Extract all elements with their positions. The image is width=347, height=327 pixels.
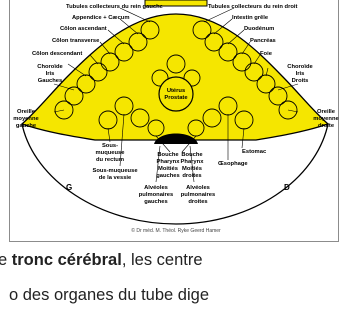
label-mouth-left-1: Bouche (157, 152, 179, 158)
label-ear-right-1: Oreille (317, 109, 336, 115)
label-mouth-left-2: Pharynx (157, 159, 181, 165)
label-choroid-right-2: Iris (296, 71, 305, 77)
label-duodenum: Duodénum (244, 26, 274, 32)
label-liver: Foie (260, 51, 273, 57)
label-ear-right-3: droite (318, 123, 335, 129)
label-choroid-right-3: Droits (292, 78, 309, 84)
label-mouth-left-3: Moitiés (158, 166, 178, 172)
label-tubules-right: Tubules collecteurs du rein droit (208, 4, 298, 10)
label-intestine: Intestin grêle (232, 15, 269, 21)
label-rectum-3: du rectum (96, 157, 124, 163)
label-mouth-right-1: Bouche (181, 152, 203, 158)
label-bladder-2: de la vessie (99, 175, 132, 181)
label-colon-descending: Côlon descendant (32, 51, 82, 57)
caption-line-1-suffix: , les centre (122, 251, 203, 269)
label-ear-right-2: moyenne (313, 116, 339, 122)
label-mouth-right-3: Moitiés (182, 166, 202, 172)
caption-line-1-prefix: e (0, 251, 12, 269)
label-side-left: G (66, 183, 72, 192)
label-rectum-1: Sous- (102, 143, 118, 149)
label-uterus: Utérus (167, 88, 185, 94)
brainstem-diagram: Tubules collecteurs du rein gauche Tubul… (10, 0, 340, 242)
label-colon-transverse: Côlon transverse (52, 38, 100, 44)
label-pancreas: Pancréas (250, 38, 276, 44)
label-alveoli-right-1: Alvéoles (186, 185, 210, 191)
label-prostate: Prostate (164, 95, 188, 101)
label-mouth-right-2: Pharynx (181, 159, 205, 165)
label-ear-left-2: moyenne (13, 116, 39, 122)
label-mouth-left-4: gauches (156, 173, 180, 179)
label-ear-left-1: Oreille (17, 109, 36, 115)
label-esophagus: Œsophage (218, 161, 248, 167)
uterus-prostate-circle (159, 77, 193, 111)
label-alveoli-right-3: droites (188, 199, 207, 205)
label-ear-left-3: gauche (16, 123, 37, 129)
label-bladder-1: Sous-muqueuse (92, 168, 138, 174)
label-choroid-left-1: Choroïde (37, 64, 63, 70)
caption-line-2: o des organes du tube dige (9, 286, 347, 305)
label-tubules-left: Tubules collecteurs du rein gauche (66, 4, 164, 10)
label-alveoli-left-2: pulmonaires (139, 192, 173, 198)
label-rectum-2: muqueuse (96, 150, 126, 156)
label-colon-ascending: Côlon ascendant (60, 26, 107, 32)
copyright-text: © Dr méd. M. Théol. Ryke Geerd Hamer (131, 227, 221, 234)
label-stomach: Estomac (242, 149, 267, 155)
label-alveoli-left-3: gauches (144, 199, 168, 205)
label-choroid-left-2: Iris (46, 71, 55, 77)
caption-line-1-bold: tronc cérébral (12, 251, 122, 269)
label-choroid-right-1: Choroïde (287, 64, 313, 70)
label-side-right: D (284, 183, 290, 192)
label-choroid-left-3: Gauches (38, 78, 63, 84)
brainstem-diagram-frame: Tubules collecteurs du rein gauche Tubul… (9, 0, 339, 242)
label-mouth-right-4: droites (182, 173, 201, 179)
label-appendix: Appendice + Cæcum (72, 15, 130, 21)
label-alveoli-right-2: pulmonaires (181, 192, 215, 198)
label-alveoli-left-1: Alvéoles (144, 185, 168, 191)
caption-line-1: e tronc cérébral, les centre (0, 251, 345, 270)
